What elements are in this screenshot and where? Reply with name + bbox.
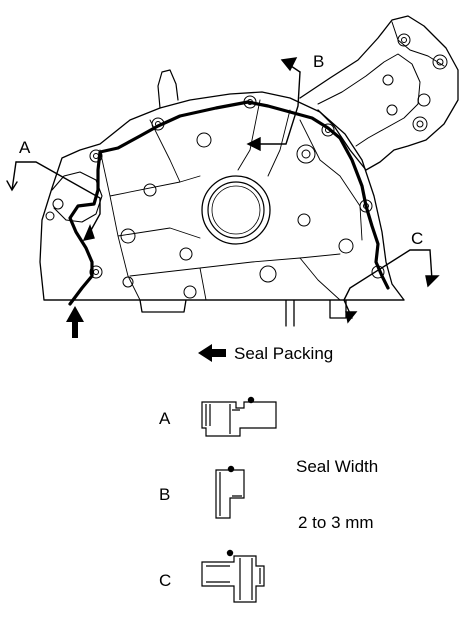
seal-packing-arrow-icon: [198, 344, 226, 362]
section-a-detail: A: [159, 396, 277, 437]
section-a-cut-line: [15, 161, 101, 233]
section-a-arrowhead: [82, 224, 95, 241]
seal-width-value: 2 to 3 mm: [298, 513, 374, 532]
section-c-detail: C: [159, 549, 265, 603]
section-b-detail: B: [159, 465, 245, 519]
section-b-arrowhead-top: [280, 57, 298, 72]
seal-width-label: Seal Width: [296, 457, 378, 476]
section-c-cut-line: [343, 249, 433, 301]
section-a-label: A: [159, 409, 171, 428]
section-b-label: B: [159, 485, 170, 504]
section-c-arrowhead-right: [425, 275, 440, 288]
section-cut-markers: [6, 57, 440, 324]
bracket-inner-edge: [317, 53, 421, 147]
section-c-arrowhead-left: [345, 311, 358, 324]
housing-bottom-flange: [43, 299, 405, 327]
internal-ribs: [99, 99, 363, 301]
section-b-cut-line: [257, 71, 301, 145]
housing-outline: [39, 91, 405, 301]
central-bore-outer: [201, 175, 271, 245]
bolt-holes: [45, 33, 448, 299]
callout-c: C: [411, 229, 423, 248]
seal-packing-legend: Seal Packing: [198, 344, 333, 363]
section-b-arrowhead-left: [246, 136, 261, 152]
seal-packing-label: Seal Packing: [234, 344, 333, 363]
central-bore-inner: [207, 181, 265, 239]
callout-a: A: [19, 138, 31, 157]
central-bore-ring: [211, 185, 261, 235]
start-arrow-up: [66, 306, 84, 338]
callout-b: B: [313, 52, 324, 71]
pump-housing: [39, 15, 459, 327]
housing-bracket: [299, 15, 459, 171]
section-a-arrow-upper: [6, 161, 18, 192]
housing-top-lug: [157, 69, 179, 109]
section-c-label: C: [159, 571, 171, 590]
seal-packing-bead: [68, 100, 390, 306]
